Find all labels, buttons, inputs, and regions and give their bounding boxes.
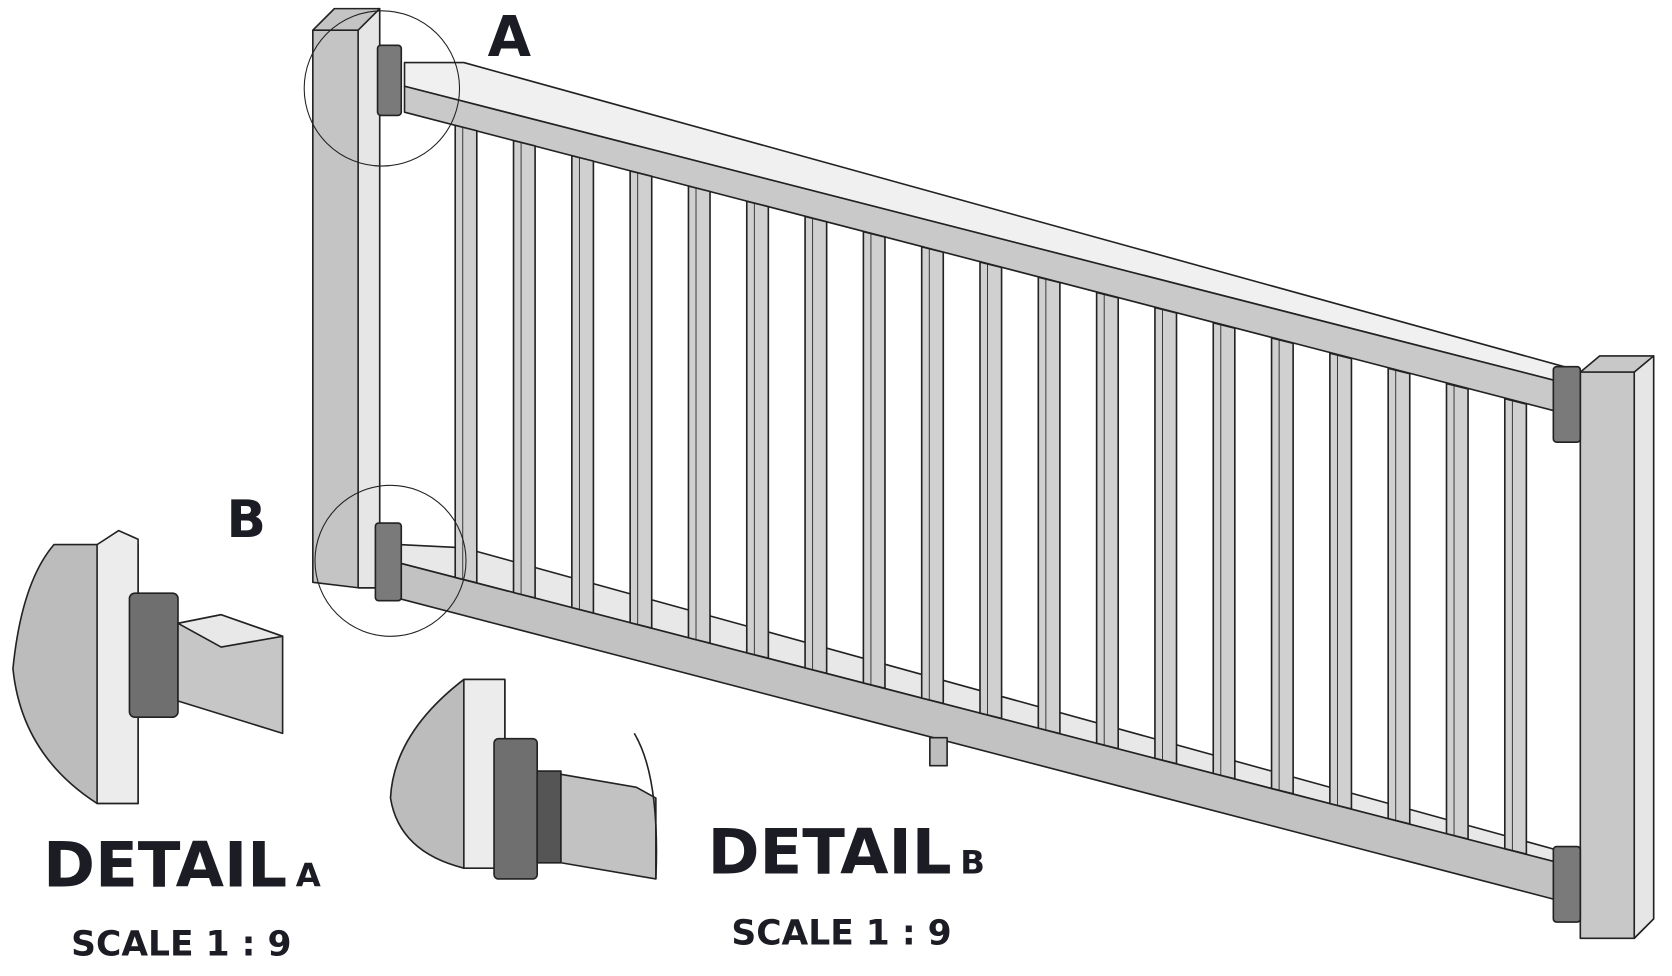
detail-a-view: [12, 529, 284, 805]
baluster: [512, 139, 536, 599]
baluster: [454, 124, 478, 584]
baluster: [920, 246, 945, 705]
detail-b-scale: SCALE 1 : 9: [731, 914, 951, 954]
baluster: [1387, 367, 1411, 825]
baluster: [1095, 291, 1120, 750]
baluster: [1037, 276, 1061, 735]
baluster: [862, 230, 886, 690]
detail-b-view: [389, 678, 658, 880]
baluster: [979, 261, 1003, 720]
left-post: [312, 7, 381, 589]
baluster: [687, 185, 711, 644]
bracket-top-right: [1552, 365, 1582, 443]
latch: [929, 736, 948, 767]
detail-b-circle: [314, 484, 467, 637]
baluster: [1212, 321, 1236, 780]
baluster: [629, 170, 653, 629]
baluster: [1503, 397, 1528, 855]
brackets: [374, 44, 1582, 923]
baluster: [745, 200, 770, 659]
baluster: [804, 215, 828, 675]
baluster: [1154, 306, 1178, 765]
detail-a-circle: [303, 10, 461, 167]
callout-a-label: A: [488, 5, 532, 70]
bracket-bottom-right: [1552, 845, 1582, 923]
right-post: [1579, 355, 1655, 940]
balusters: [454, 124, 1528, 855]
baluster: [1329, 352, 1353, 810]
baluster: [1445, 382, 1469, 840]
bracket-bottom-left: [374, 522, 403, 602]
baluster: [571, 154, 595, 614]
baluster: [1270, 337, 1294, 795]
callout-b-label: B: [227, 490, 266, 550]
bracket-top-left: [376, 44, 403, 117]
detail-a-scale: SCALE 1 : 9: [71, 925, 291, 965]
